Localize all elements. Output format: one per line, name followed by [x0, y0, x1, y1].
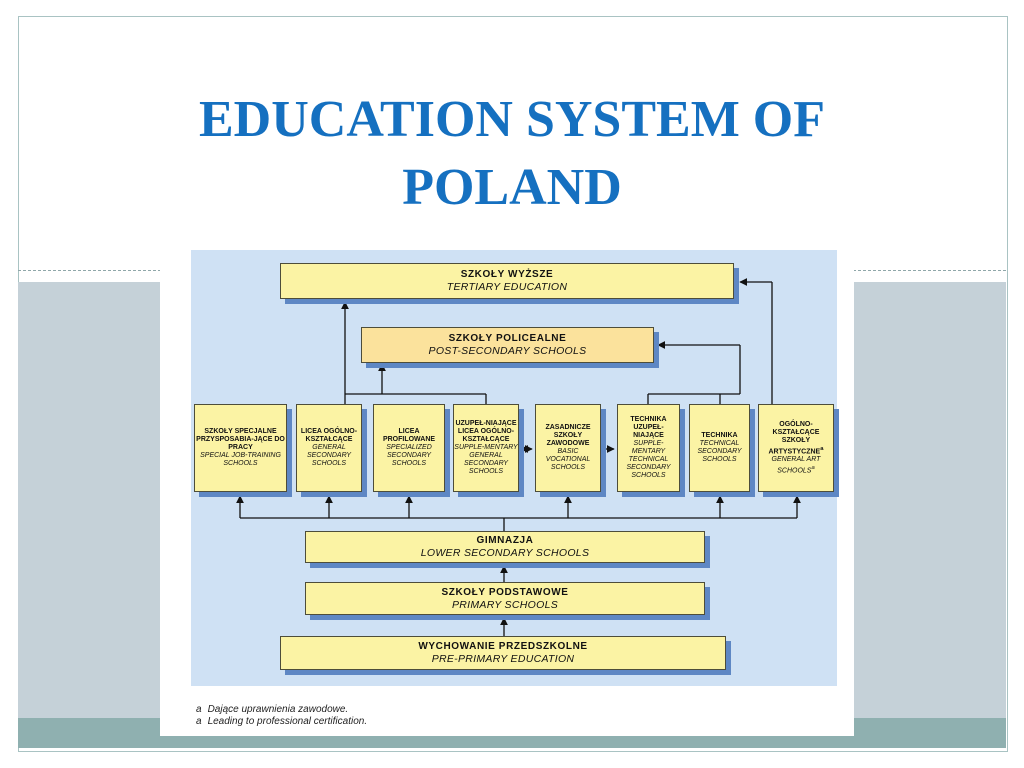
footnote-polish: a Dające uprawnienia zawodowe.: [196, 704, 348, 716]
box-lower-secondary: GIMNAZJA LOWER SECONDARY SCHOOLS: [305, 531, 705, 563]
technical-en-label: TECHNICAL SECONDARY SCHOOLS: [697, 440, 742, 463]
special-pl-label: SZKOŁY SPECJALNE PRZYSPOSABIA-JĄCE DO PR…: [196, 428, 285, 451]
post-secondary-en-label: POST-SECONDARY SCHOOLS: [428, 345, 587, 357]
primary-en-label: PRIMARY SCHOOLS: [451, 598, 559, 611]
supplementary-licea-en-label: SUPPLE-MENTARY GENERAL SECONDARY SCHOOLS: [454, 444, 518, 475]
title-line-2: POLAND: [402, 159, 622, 216]
footnote-text: Dające uprawnienia zawodowe.: [207, 704, 349, 715]
vocational-en-label: BASIC VOCATIONAL SCHOOLS: [545, 448, 591, 471]
pre-primary-pl-label: WYCHOWANIE PRZEDSZKOLNE: [418, 641, 588, 652]
gimnazja-pl-label: GIMNAZJA: [476, 535, 534, 546]
vocational-pl-label: ZASADNICZE SZKOŁY ZAWODOWE: [545, 424, 591, 447]
art-schools-en-label: GENERAL ART SCHOOLSa: [771, 456, 821, 475]
title-line-1: EDUCATION SYSTEM OF: [198, 91, 825, 148]
general-licea-pl-label: LICEA OGÓLNO-KSZTAŁCĄCE: [300, 428, 358, 443]
box-supplementary-licea: UZUPEŁ-NIAJĄCE LICEA OGÓLNO-KSZTAŁCĄCE S…: [453, 404, 519, 492]
box-supplementary-technical: TECHNIKA UZUPEŁ-NIAJĄCE SUPPLE-MENTARY T…: [617, 404, 680, 492]
profiled-licea-pl-label: LICEA PROFILOWANE: [382, 428, 436, 443]
supplementary-technical-en-label: SUPPLE-MENTARY TECHNICAL SECONDARY SCHOO…: [626, 440, 671, 479]
box-general-licea: LICEA OGÓLNO-KSZTAŁCĄCE GENERAL SECONDAR…: [296, 404, 362, 492]
supplementary-technical-pl-label: TECHNIKA UZUPEŁ-NIAJĄCE: [630, 416, 667, 439]
footnote-marker: a: [196, 704, 202, 715]
box-special-job-training: SZKOŁY SPECJALNE PRZYSPOSABIA-JĄCE DO PR…: [194, 404, 287, 492]
post-secondary-pl-label: SZKOŁY POLICEALNE: [448, 333, 567, 344]
box-basic-vocational: ZASADNICZE SZKOŁY ZAWODOWE BASIC VOCATIO…: [535, 404, 601, 492]
box-pre-primary: WYCHOWANIE PRZEDSZKOLNE PRE-PRIMARY EDUC…: [280, 636, 726, 670]
primary-pl-label: SZKOŁY PODSTAWOWE: [441, 586, 569, 598]
box-post-secondary: SZKOŁY POLICEALNE POST-SECONDARY SCHOOLS: [361, 327, 654, 363]
special-en-label: SPECIAL JOB-TRAINING SCHOOLS: [200, 452, 281, 467]
supplementary-licea-pl-label: UZUPEŁ-NIAJĄCE LICEA OGÓLNO-KSZTAŁCĄCE: [455, 420, 517, 443]
box-general-art-schools: OGÓLNO-KSZTAŁCĄCE SZKOŁY ARTYSTYCZNEa GE…: [758, 404, 834, 492]
tertiary-en-label: TERTIARY EDUCATION: [446, 281, 568, 293]
box-primary: SZKOŁY PODSTAWOWE PRIMARY SCHOOLS: [305, 582, 705, 615]
technical-pl-label: TECHNIKA: [701, 432, 738, 439]
art-schools-pl-label: OGÓLNO-KSZTAŁCĄCE SZKOŁY ARTYSTYCZNEa: [768, 420, 824, 455]
slide-title: EDUCATION SYSTEM OF POLAND: [18, 86, 1006, 222]
art-en-footnote-marker: a: [811, 465, 815, 471]
footnote-english: a Leading to professional certification.: [196, 716, 367, 728]
footnote-text: Leading to professional certification.: [207, 716, 368, 727]
tertiary-pl-label: SZKOŁY WYŻSZE: [460, 269, 554, 280]
pre-primary-en-label: PRE-PRIMARY EDUCATION: [431, 653, 575, 665]
box-tertiary-education: SZKOŁY WYŻSZE TERTIARY EDUCATION: [280, 263, 734, 299]
box-technical: TECHNIKA TECHNICAL SECONDARY SCHOOLS: [689, 404, 750, 492]
box-profiled-licea: LICEA PROFILOWANE SPECIALIZED SECONDARY …: [373, 404, 445, 492]
footnote-marker: a: [196, 716, 202, 727]
general-licea-en-label: GENERAL SECONDARY SCHOOLS: [306, 444, 352, 467]
gimnazja-en-label: LOWER SECONDARY SCHOOLS: [420, 547, 590, 559]
art-pl-footnote-marker: a: [820, 445, 824, 452]
profiled-licea-en-label: SPECIALIZED SECONDARY SCHOOLS: [386, 444, 432, 467]
